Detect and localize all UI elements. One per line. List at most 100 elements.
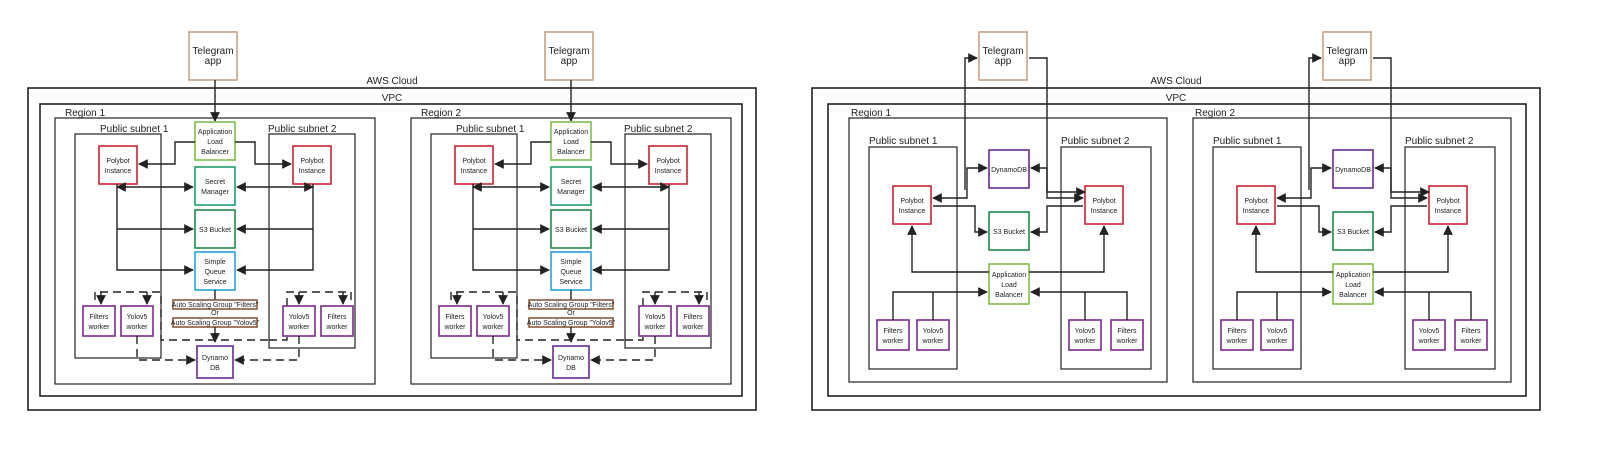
alb-box-label-line: Balancer xyxy=(201,149,229,156)
polybot-left-box-label-line: Polybot xyxy=(106,158,129,165)
region-frame xyxy=(848,117,1168,383)
s3-bucket-box xyxy=(194,209,236,249)
subnet-frame xyxy=(268,133,356,349)
workers-left-to-alb xyxy=(892,287,988,320)
aws-cloud-frame xyxy=(811,87,1541,411)
aws-cloud-frame xyxy=(27,87,757,411)
region-label: Region 2 xyxy=(421,108,461,119)
telegram-app-box-label-line: Telegram xyxy=(192,46,233,57)
aws-cloud-label: AWS Cloud xyxy=(366,76,417,87)
asg-filters-box xyxy=(172,299,258,310)
s3-bucket-box-label: S3 Bucket xyxy=(199,227,231,234)
asg-left-dash xyxy=(450,291,625,341)
alb-to-polybot-left xyxy=(138,141,195,169)
alb-box-label-line: Balancer xyxy=(1339,292,1367,299)
s3-bucket-box-label: S3 Bucket xyxy=(555,227,587,234)
asg-left-dash xyxy=(94,291,269,341)
filters-worker-box-label-line: Filters xyxy=(883,328,903,335)
polybot-left-to-telegram xyxy=(1308,53,1322,190)
yolo-to-dynamo xyxy=(492,336,552,365)
polybot-right-box-label-line: Instance xyxy=(299,168,326,175)
polybot-left-to-dynamo xyxy=(1276,163,1332,203)
polybot-right-box xyxy=(1084,185,1124,225)
yolo-worker-box-label-line: Yolov5 xyxy=(289,314,310,321)
yolo-worker-box xyxy=(916,319,950,351)
yolo-worker-box-label-line: worker xyxy=(921,338,944,345)
filters-worker-box xyxy=(1220,319,1254,351)
subnet-label: Public subnet 1 xyxy=(1213,136,1282,147)
filters-worker-box-label-line: worker xyxy=(1225,338,1248,345)
filters-right-to-alb xyxy=(1085,291,1128,320)
filters-worker-box xyxy=(676,305,710,337)
alb-box-label-line: Load xyxy=(563,139,579,146)
yolo-worker-box xyxy=(1412,319,1446,351)
workers-right-to-alb xyxy=(1374,287,1430,320)
yolo-worker-box-label-line: worker xyxy=(1073,338,1096,345)
subnet-label: Public subnet 2 xyxy=(624,124,693,135)
telegram-app-box xyxy=(1322,31,1372,81)
telegram-app-box-label-line: app xyxy=(561,56,578,67)
secret-manager-box-label-line: Manager xyxy=(557,189,585,196)
dynamodb-box xyxy=(1332,149,1374,189)
alb-box xyxy=(1332,263,1374,305)
filters-worker-box-label-line: Filters xyxy=(683,314,703,321)
polybot-right-to-s3 xyxy=(1374,205,1427,237)
subnet-label: Public subnet 2 xyxy=(268,124,337,135)
polybot-right-box xyxy=(292,145,332,185)
yolo-worker-box-label-line: Yolov5 xyxy=(1419,328,1440,335)
s3-bucket-box xyxy=(1332,211,1374,251)
alb-box xyxy=(988,263,1030,305)
asg-yolo-label: Auto Scaling Group "Yolov5" xyxy=(171,320,260,327)
subnet-frame xyxy=(1404,146,1496,370)
subnet-frame xyxy=(868,146,958,370)
yolo-worker-box-label-line: worker xyxy=(481,324,504,331)
alb-to-polybot-left xyxy=(1251,225,1333,273)
alb-box-label-line: Application xyxy=(198,129,232,136)
alb-to-polybot-right xyxy=(591,141,648,169)
alb-box-label-line: Balancer xyxy=(995,292,1023,299)
yolo-worker-box xyxy=(1260,319,1294,351)
yolo-worker-box-label-line: worker xyxy=(643,324,666,331)
subnet-frame xyxy=(1212,146,1302,370)
polybot-left-box xyxy=(454,145,494,185)
alb-box-label-line: Load xyxy=(1001,282,1017,289)
polybot-left-to-dynamo xyxy=(932,163,988,203)
sqs-box-label-line: Queue xyxy=(560,269,581,276)
vpc-label: VPC xyxy=(382,93,403,104)
telegram-app-box-label-line: Telegram xyxy=(982,46,1023,57)
dynamodb-box xyxy=(552,345,590,379)
filters-worker-box-label-line: Filters xyxy=(1227,328,1247,335)
yolo-worker-box-label-line: worker xyxy=(1265,338,1288,345)
aws-cloud-label: AWS Cloud xyxy=(1150,76,1201,87)
region-label: Region 2 xyxy=(1195,108,1235,119)
yolo-worker-box xyxy=(476,305,510,337)
polybot-left-to-sqs xyxy=(116,184,194,275)
telegram-app-box-label-line: app xyxy=(995,56,1012,67)
telegram-app-box-label-line: app xyxy=(205,56,222,67)
polybot-right-box-label-line: Instance xyxy=(1091,208,1118,215)
yolo-worker-box xyxy=(282,305,316,337)
s3-bucket-box xyxy=(988,211,1030,251)
filters-worker-box xyxy=(438,305,472,337)
alb-to-polybot-right xyxy=(1373,225,1453,273)
sqs-box-label-line: Simple xyxy=(204,259,226,266)
subnet-frame xyxy=(624,133,712,349)
polybot-right-box-label-line: Polybot xyxy=(1436,198,1459,205)
vpc-frame xyxy=(827,103,1527,397)
yolo-worker-box-label-line: worker xyxy=(287,324,310,331)
asg-filters-label: Auto Scaling Group "Filters" xyxy=(528,302,615,309)
subnet-frame xyxy=(430,133,518,359)
alb-to-polybot-right xyxy=(235,141,292,169)
subnet-label: Public subnet 1 xyxy=(456,124,525,135)
telegram-app-box xyxy=(188,31,238,81)
sqs-box-label-line: Simple xyxy=(560,259,582,266)
yolo-worker-box xyxy=(638,305,672,337)
sqs-box-label-line: Service xyxy=(203,279,226,286)
subnet-frame xyxy=(1060,146,1152,370)
polybot-left-box-label-line: Instance xyxy=(105,168,132,175)
telegram-app-box-label-line: app xyxy=(1339,56,1356,67)
yolo-right-to-dynamo xyxy=(590,336,656,365)
polybot-right-box xyxy=(1428,185,1468,225)
telegram-app-box xyxy=(978,31,1028,81)
sqs-box xyxy=(550,251,592,291)
